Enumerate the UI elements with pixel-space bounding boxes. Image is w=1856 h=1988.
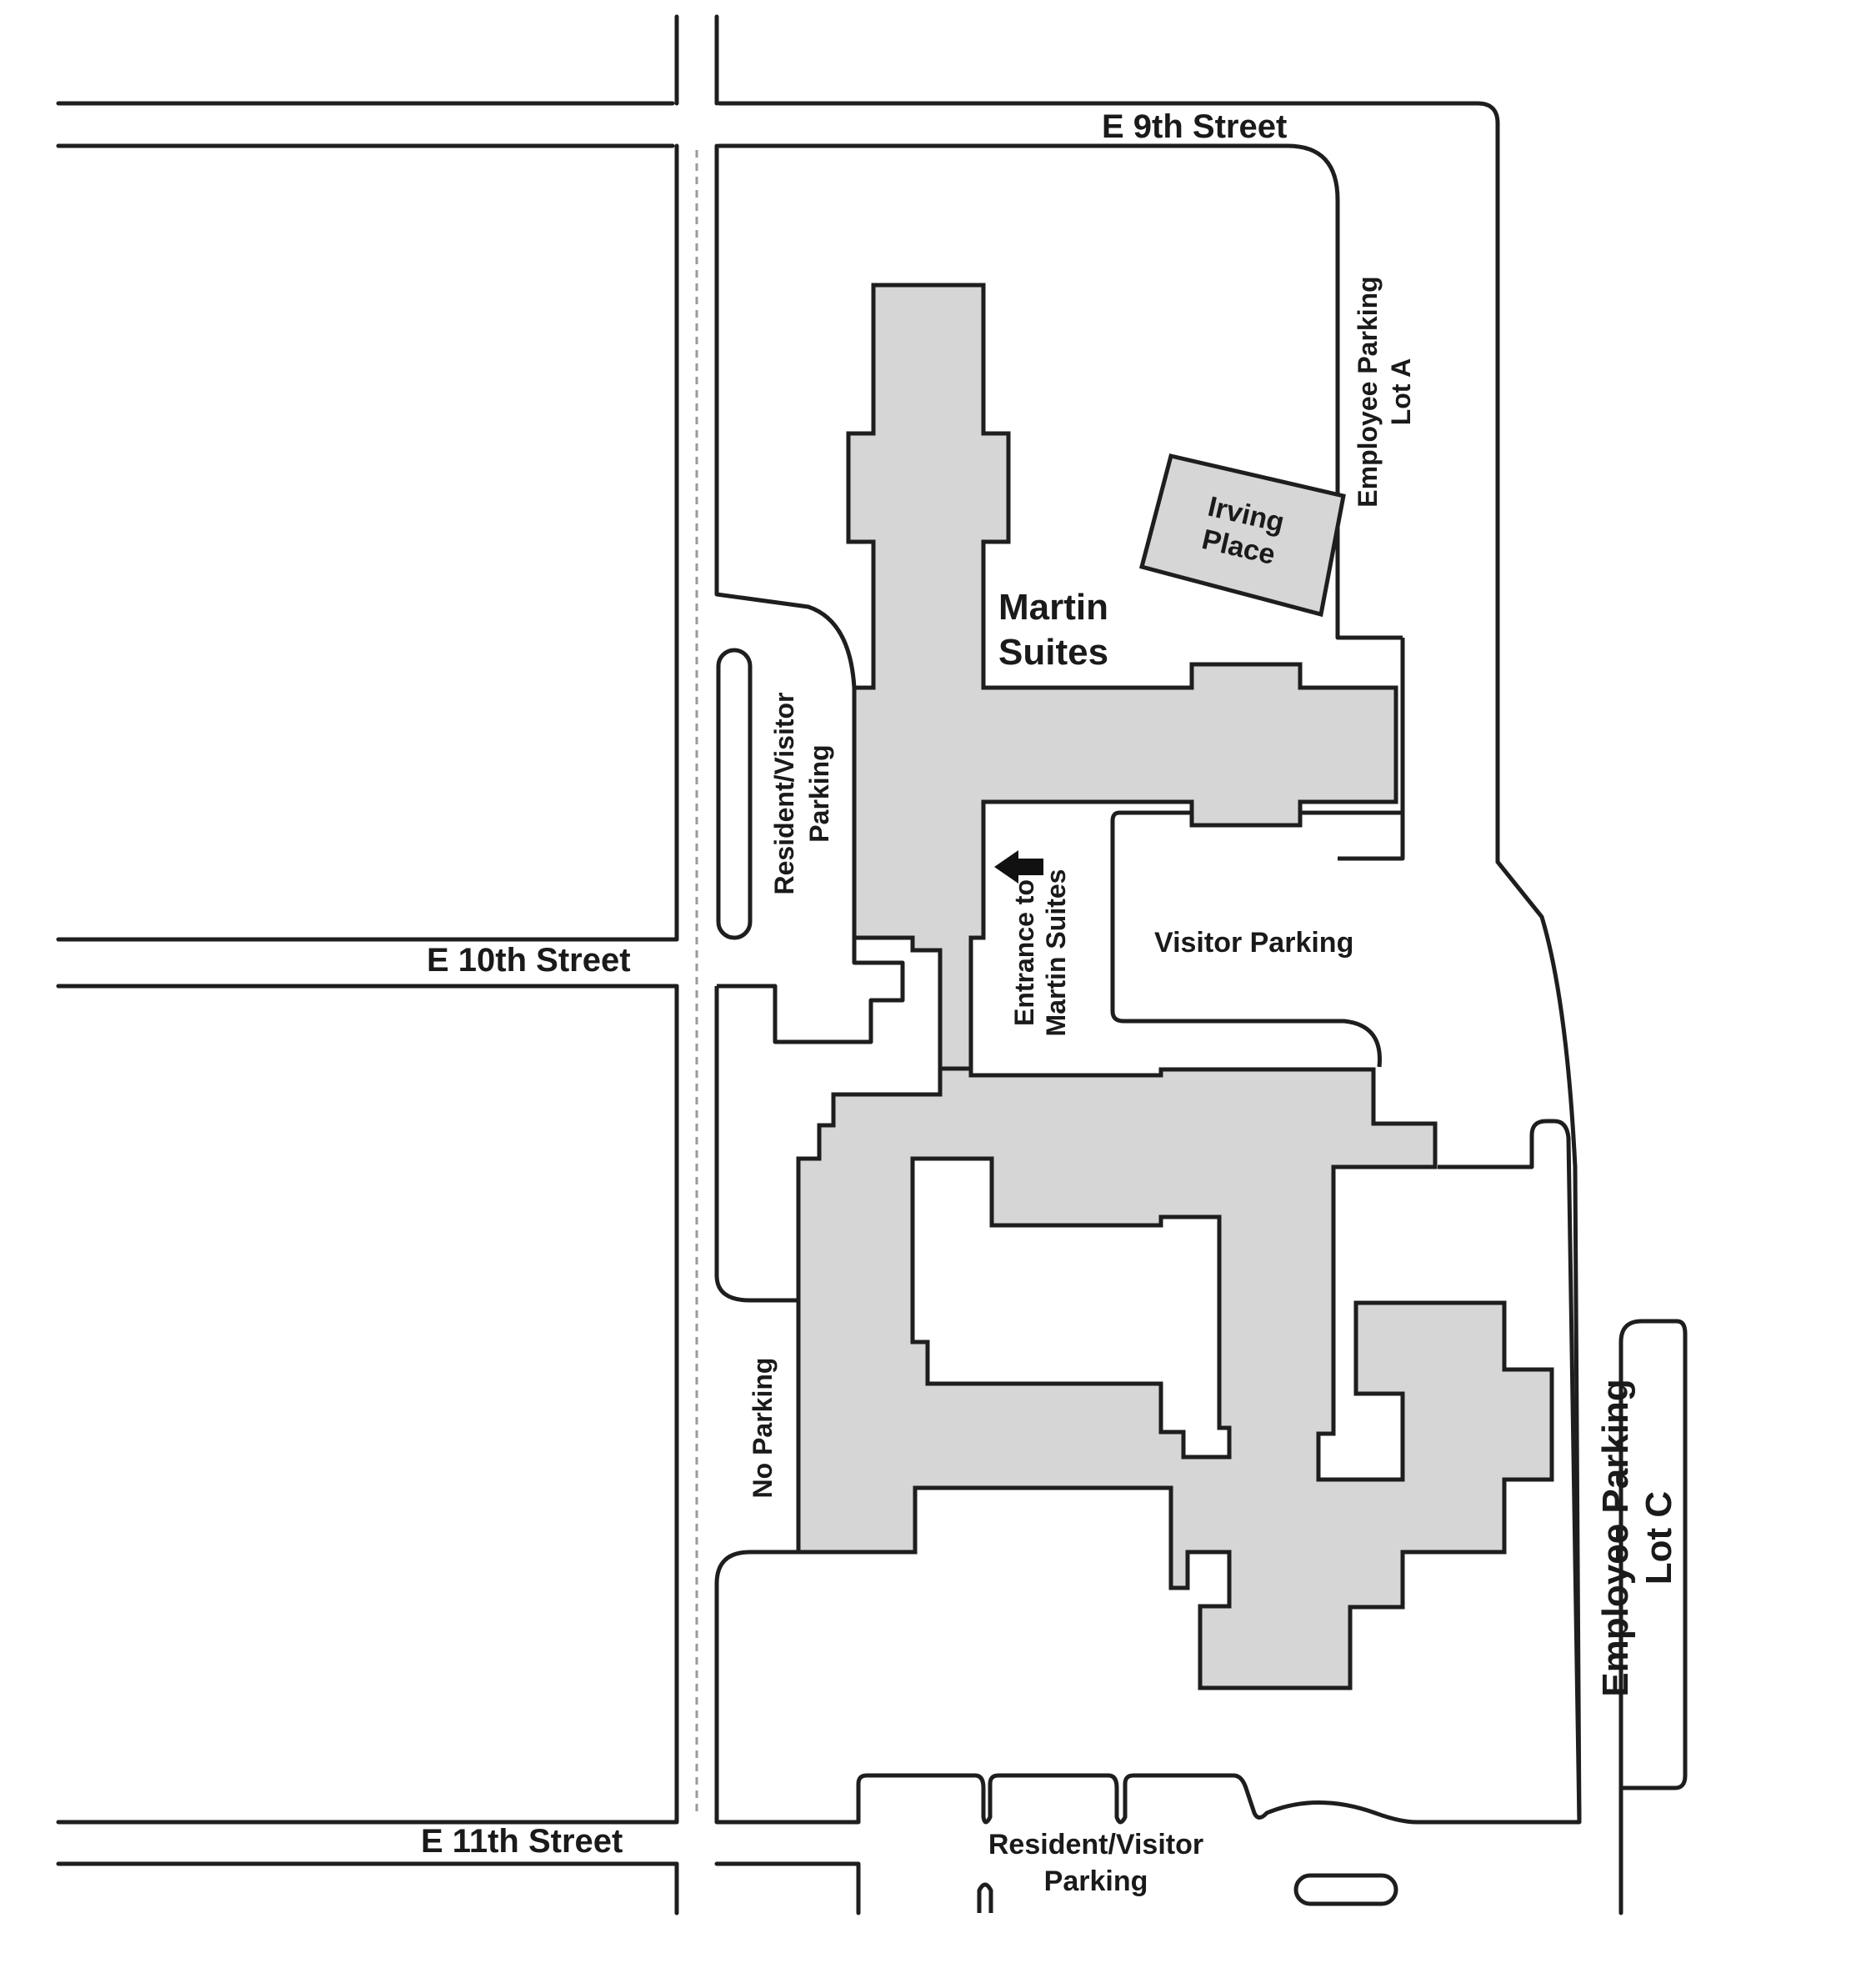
outer-drive-east-edge [1618,1319,1688,1915]
martin-suites-building [846,283,1398,1071]
south-lot-stub [977,1882,993,1913]
entrance-label: Entrance to Martin Suites [1009,869,1071,1037]
visitor-drive-outline [1338,635,1405,861]
south-loop-outline [717,939,905,1044]
resident-visitor-west-label-line1: Resident/Visitor [769,692,799,894]
employee-lot-c-label-line1: Employee Parking [1595,1379,1636,1696]
main-building-courtyard [910,1156,1232,1460]
e9th-street-south-edge [56,143,1340,640]
e10th-street-label: E 10th Street [427,942,631,979]
e11th-street-east-segment [714,1820,861,1915]
employee-lot-c-label: Employee Parking Lot C [1595,1379,1679,1696]
visitor-parking-outline [1110,810,1403,1068]
entrance-label-line1: Entrance to [1009,879,1039,1026]
e9th-street-north-edge [56,101,1500,864]
no-parking-label: No Parking [748,1358,778,1499]
parking-outlines [714,592,1582,1913]
employee-lot-a-label-line1: Employee Parking [1353,276,1383,507]
employee-lot-c-inner-outline [1438,1119,1582,1823]
resident-visitor-south-outline [856,1773,1579,1825]
irving-place-building [1138,453,1346,618]
entrance-label-line2: Martin Suites [1041,869,1071,1037]
martin-suites-label-line1: Martin [998,587,1108,628]
no-parking-loop-outline [714,986,802,1822]
arrow-left-icon [994,850,1043,884]
e11th-street-south-edge [56,1861,679,1915]
resident-visitor-west-lot-outline [716,592,857,939]
resident-visitor-south-label-line1: Resident/Visitor [988,1829,1203,1860]
buildings [796,283,1554,1690]
outer-drive-west-edge [1495,859,1582,1825]
employee-lot-c-label-line2: Lot C [1638,1491,1679,1585]
resident-visitor-south-label-line2: Parking [1044,1865,1148,1897]
e9th-street-label: E 9th Street [1102,108,1287,145]
employee-lot-a-label: Employee Parking Lot A [1353,276,1416,507]
martin-suites-label-line2: Suites [998,632,1108,673]
e11th-street-label: E 11th Street [421,1823,623,1860]
resident-visitor-west-label: Resident/Visitor Parking [769,692,834,894]
employee-lot-a-label-line2: Lot A [1386,358,1416,426]
south-parking-island [1293,1873,1398,1906]
visitor-parking-label: Visitor Parking [1154,927,1353,959]
resident-visitor-west-label-line2: Parking [804,744,834,842]
parking-island [716,648,753,940]
street-network [56,14,1688,1915]
